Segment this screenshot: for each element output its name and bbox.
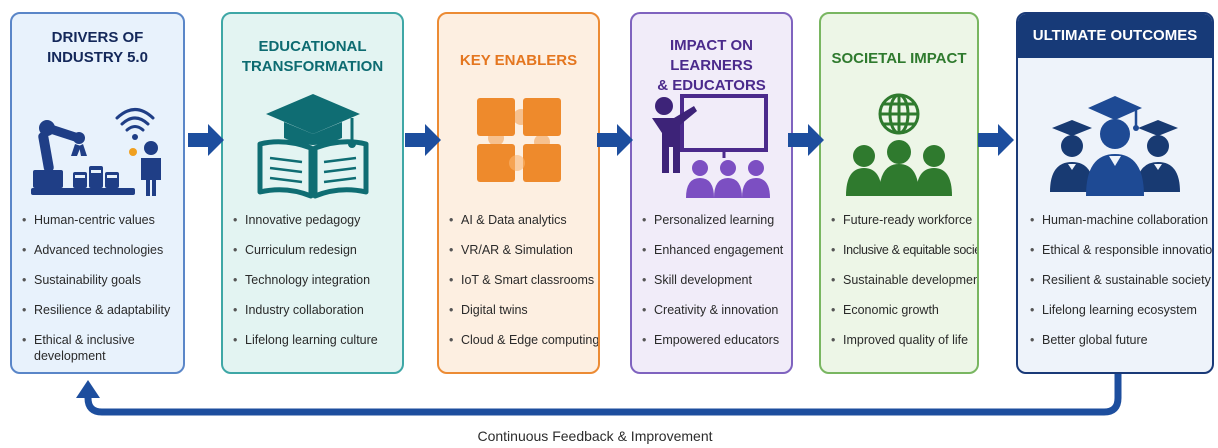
flow-arrow-icon bbox=[188, 124, 224, 156]
drivers-list: Human-centric values Advanced technologi… bbox=[20, 212, 179, 372]
list-item: Creativity & innovation bbox=[640, 302, 787, 318]
list-item: Improved quality of life bbox=[829, 332, 973, 348]
impact-list: Personalized learning Enhanced engagemen… bbox=[640, 212, 787, 362]
enablers-list: AI & Data analytics VR/AR & Simulation I… bbox=[447, 212, 598, 362]
list-item: Lifelong learning ecosystem bbox=[1028, 302, 1208, 318]
outcomes-title-bar bbox=[1018, 14, 1212, 58]
flow-arrow-icon bbox=[978, 124, 1014, 156]
list-item: Curriculum redesign bbox=[231, 242, 398, 258]
list-item: Cloud & Edge computing bbox=[447, 332, 598, 348]
list-item: AI & Data analytics bbox=[447, 212, 594, 228]
list-item: Sustainability goals bbox=[20, 272, 179, 288]
education-list: Innovative pedagogy Curriculum redesign … bbox=[231, 212, 398, 362]
list-item: VR/AR & Simulation bbox=[447, 242, 594, 258]
education-title: EDUCATIONAL TRANSFORMATION bbox=[241, 38, 384, 75]
enablers-title: KEY ENABLERS bbox=[459, 52, 578, 69]
drivers-title: DRIVERS OF INDUSTRY 5.0 bbox=[47, 29, 148, 66]
graduates-icon bbox=[1018, 92, 1212, 202]
outcomes-card: ULTIMATE OUTCOMES Human-machine c bbox=[1016, 12, 1214, 374]
list-item: Enhanced engagement bbox=[640, 242, 787, 258]
list-item: Economic growth bbox=[829, 302, 973, 318]
robot-arm-factory-icon bbox=[12, 92, 183, 202]
list-item: Industry collaboration bbox=[231, 302, 398, 318]
societal-title: SOCIETAL IMPACT bbox=[831, 50, 967, 67]
list-item: Better global future bbox=[1028, 332, 1208, 348]
list-item: Empowered educators bbox=[640, 332, 787, 348]
drivers-card: DRIVERS OF INDUSTRY 5.0 bbox=[10, 12, 185, 374]
impact-title: IMPACT ON LEARNERS & EDUCATORS bbox=[657, 37, 766, 94]
list-item: Ethical & inclusive development bbox=[20, 332, 179, 364]
societal-card: SOCIETAL IMPACT Future-ready workforce bbox=[819, 12, 979, 374]
education-card: EDUCATIONAL TRANSFORMATION Innovative pe… bbox=[221, 12, 404, 374]
graduation-book-icon bbox=[223, 92, 402, 202]
list-item: Sustainable development bbox=[829, 272, 977, 288]
list-item: Human-machine collaboration bbox=[1028, 212, 1208, 228]
list-item: Future-ready workforce bbox=[829, 212, 973, 228]
flow-arrow-icon bbox=[405, 124, 441, 156]
enablers-card: KEY ENABLERS AI & Data analytics VR/AR &… bbox=[437, 12, 600, 374]
list-item: IoT & Smart classrooms bbox=[447, 272, 594, 288]
puzzle-icon bbox=[439, 92, 598, 202]
list-item: Digital twins bbox=[447, 302, 594, 318]
list-item: Innovative pedagogy bbox=[231, 212, 398, 228]
list-item: Personalized learning bbox=[640, 212, 787, 228]
list-item: Inclusive & equitable society bbox=[829, 242, 977, 258]
globe-people-icon bbox=[821, 92, 977, 202]
teacher-audience-icon bbox=[632, 92, 791, 202]
list-item: Lifelong learning culture bbox=[231, 332, 398, 348]
list-item: Technology integration bbox=[231, 272, 398, 288]
list-item: Skill development bbox=[640, 272, 787, 288]
list-item: Resilient & sustainable society bbox=[1028, 272, 1211, 288]
list-item: Resilience & adaptability bbox=[20, 302, 179, 318]
impact-card: IMPACT ON LEARNERS & EDUCATORS Personali… bbox=[630, 12, 793, 374]
list-item: Ethical & responsible innovation bbox=[1028, 242, 1212, 258]
societal-list: Future-ready workforce Inclusive & equit… bbox=[829, 212, 977, 362]
list-item: Advanced technologies bbox=[20, 242, 179, 258]
outcomes-list: Human-machine collaboration Ethical & re… bbox=[1028, 212, 1212, 362]
feedback-caption: Continuous Feedback & Improvement bbox=[477, 428, 713, 444]
flow-arrow-icon bbox=[788, 124, 824, 156]
list-item: Human-centric values bbox=[20, 212, 179, 228]
flow-arrow-icon bbox=[597, 124, 633, 156]
outcomes-title: ULTIMATE OUTCOMES bbox=[1032, 27, 1198, 44]
